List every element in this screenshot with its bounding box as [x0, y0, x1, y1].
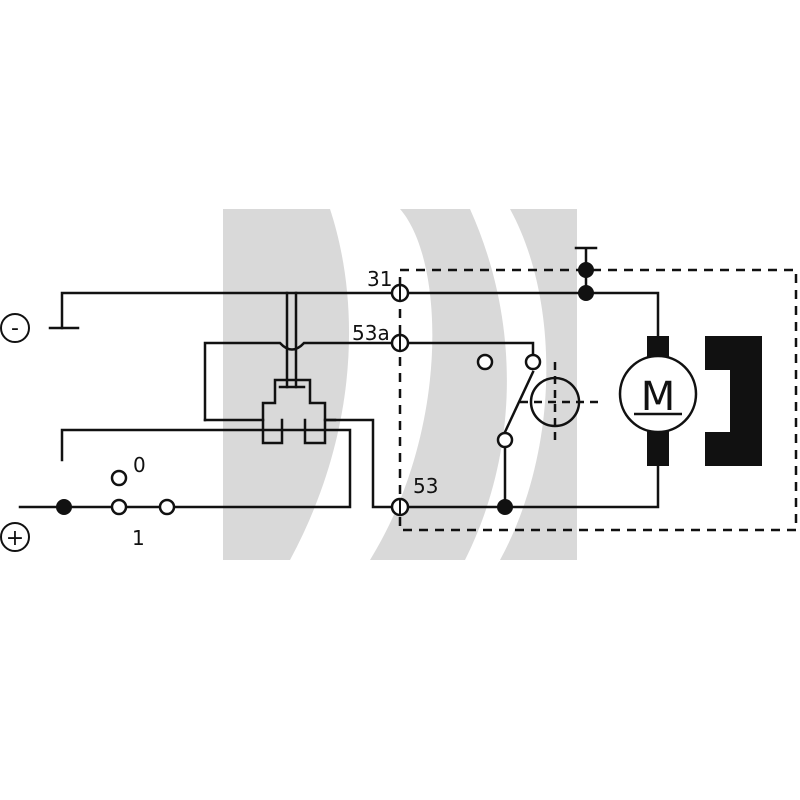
park-contact-upper-right [524, 353, 542, 371]
switch-contact-0 [110, 469, 128, 487]
label-terminal-31: 31 [367, 267, 392, 291]
motor-housing-boundary [398, 268, 798, 532]
park-cam [520, 362, 600, 445]
positive-sign: + [6, 526, 24, 551]
switch-contact-1-right [158, 498, 176, 516]
junction-positive [56, 499, 72, 515]
wire-31-to-motor [406, 291, 660, 340]
junction-53 [497, 499, 513, 515]
motor-symbol: M [641, 374, 676, 420]
negative-supply-symbol: - [0, 313, 30, 343]
label-terminal-53: 53 [413, 474, 438, 498]
wire-53a [203, 341, 394, 422]
junction-ground [578, 285, 594, 301]
label-switch-position-0: 0 [133, 453, 146, 477]
park-switch-blade [503, 370, 535, 434]
wire-switch-to-position [60, 428, 352, 509]
negative-sign: - [11, 316, 19, 341]
park-contact-lower [496, 431, 514, 449]
wire-ground-rail [60, 291, 394, 330]
wire-53-to-motor [406, 460, 660, 509]
junction-ground-top [578, 262, 594, 278]
park-contact-upper-left [476, 353, 494, 371]
label-switch-position-1: 1 [132, 526, 145, 550]
field-magnet [705, 336, 762, 466]
positive-supply-symbol: + [0, 522, 30, 552]
label-terminal-53a: 53a [352, 321, 390, 345]
wire-53a-to-park-contact [406, 341, 535, 356]
switch-contact-1-left [110, 498, 128, 516]
motor: M [618, 336, 698, 466]
wire-switch-to-53 [323, 418, 394, 509]
